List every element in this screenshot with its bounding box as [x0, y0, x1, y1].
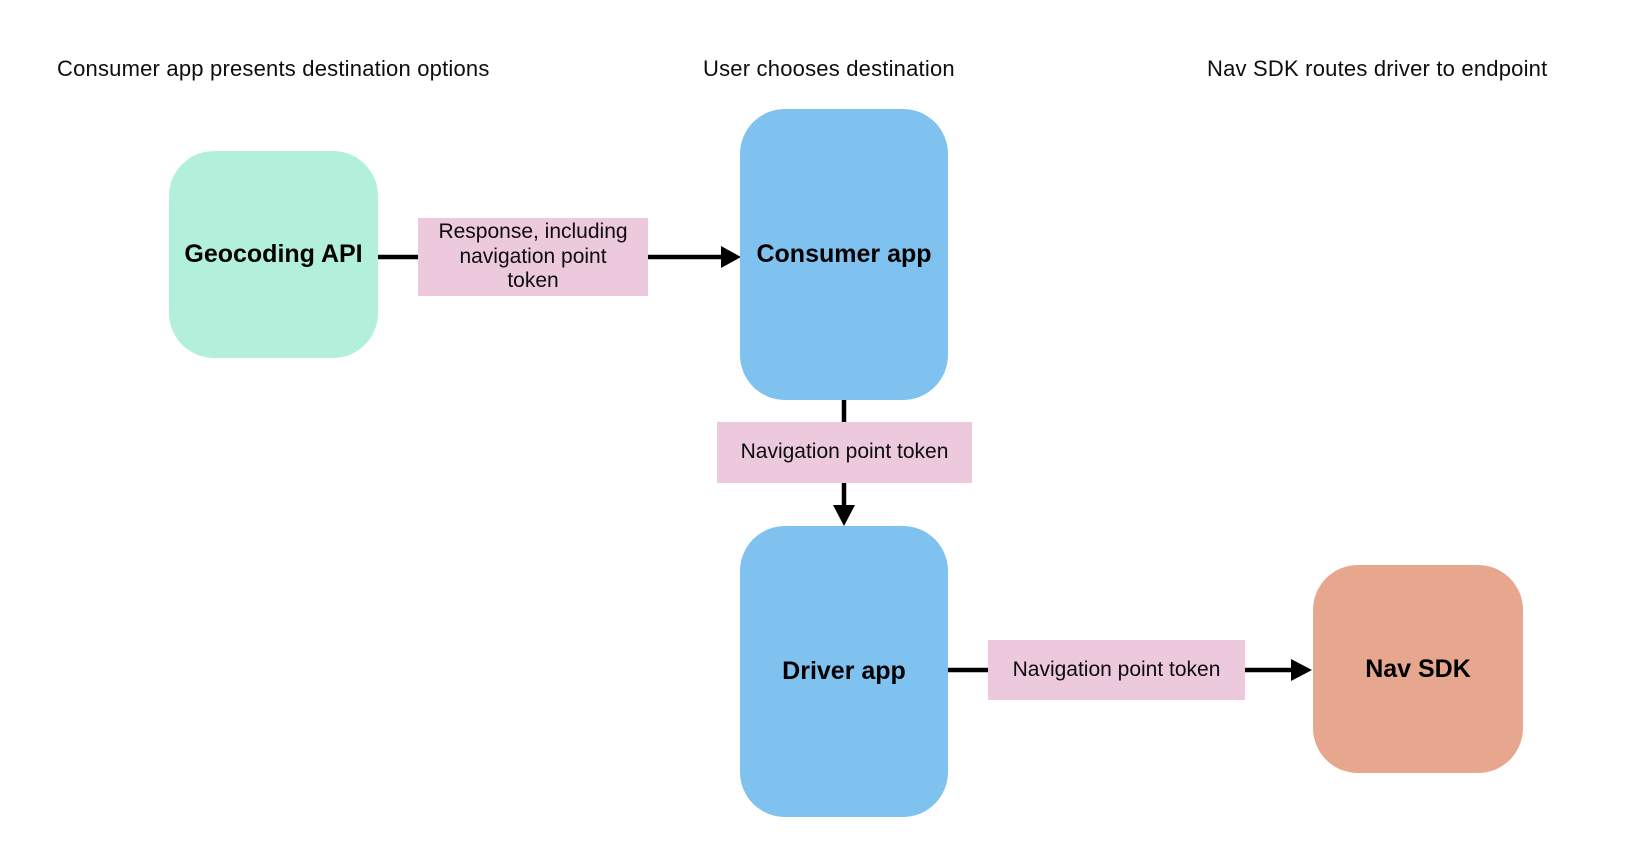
caption-consumer-presents-options: Consumer app presents destination option…	[57, 56, 490, 81]
node-geocoding-api: Geocoding API	[169, 151, 378, 358]
edge-label-navigation-point-token-2: Navigation point token	[988, 640, 1245, 700]
caption-user-chooses-destination: User chooses destination	[703, 56, 955, 81]
edge-label-line: Navigation point token	[740, 440, 949, 464]
caption-nav-sdk-routes-driver: Nav SDK routes driver to endpoint	[1207, 56, 1548, 81]
node-driver-app: Driver app	[740, 526, 948, 817]
edge-label-response-including-token: Response, including navigation point tok…	[418, 218, 648, 296]
edge-label-line: Response, including	[438, 219, 628, 243]
arrow-token-label-to-nav-sdk	[1245, 659, 1312, 681]
edge-label-line: token	[507, 269, 559, 293]
edge-label-line: navigation point	[459, 244, 607, 268]
arrow-token-label-to-driver-app	[833, 483, 855, 526]
node-driver-app-label: Driver app	[782, 657, 906, 685]
node-consumer-app: Consumer app	[740, 109, 948, 400]
edge-label-line: Navigation point token	[1012, 657, 1221, 681]
node-geocoding-api-label: Geocoding API	[184, 240, 363, 268]
edge-label-navigation-point-token-1: Navigation point token	[717, 422, 972, 483]
node-consumer-app-label: Consumer app	[756, 240, 932, 268]
arrow-response-label-to-consumer-app	[648, 246, 741, 268]
node-nav-sdk: Nav SDK	[1313, 565, 1523, 773]
node-nav-sdk-label: Nav SDK	[1365, 654, 1471, 683]
